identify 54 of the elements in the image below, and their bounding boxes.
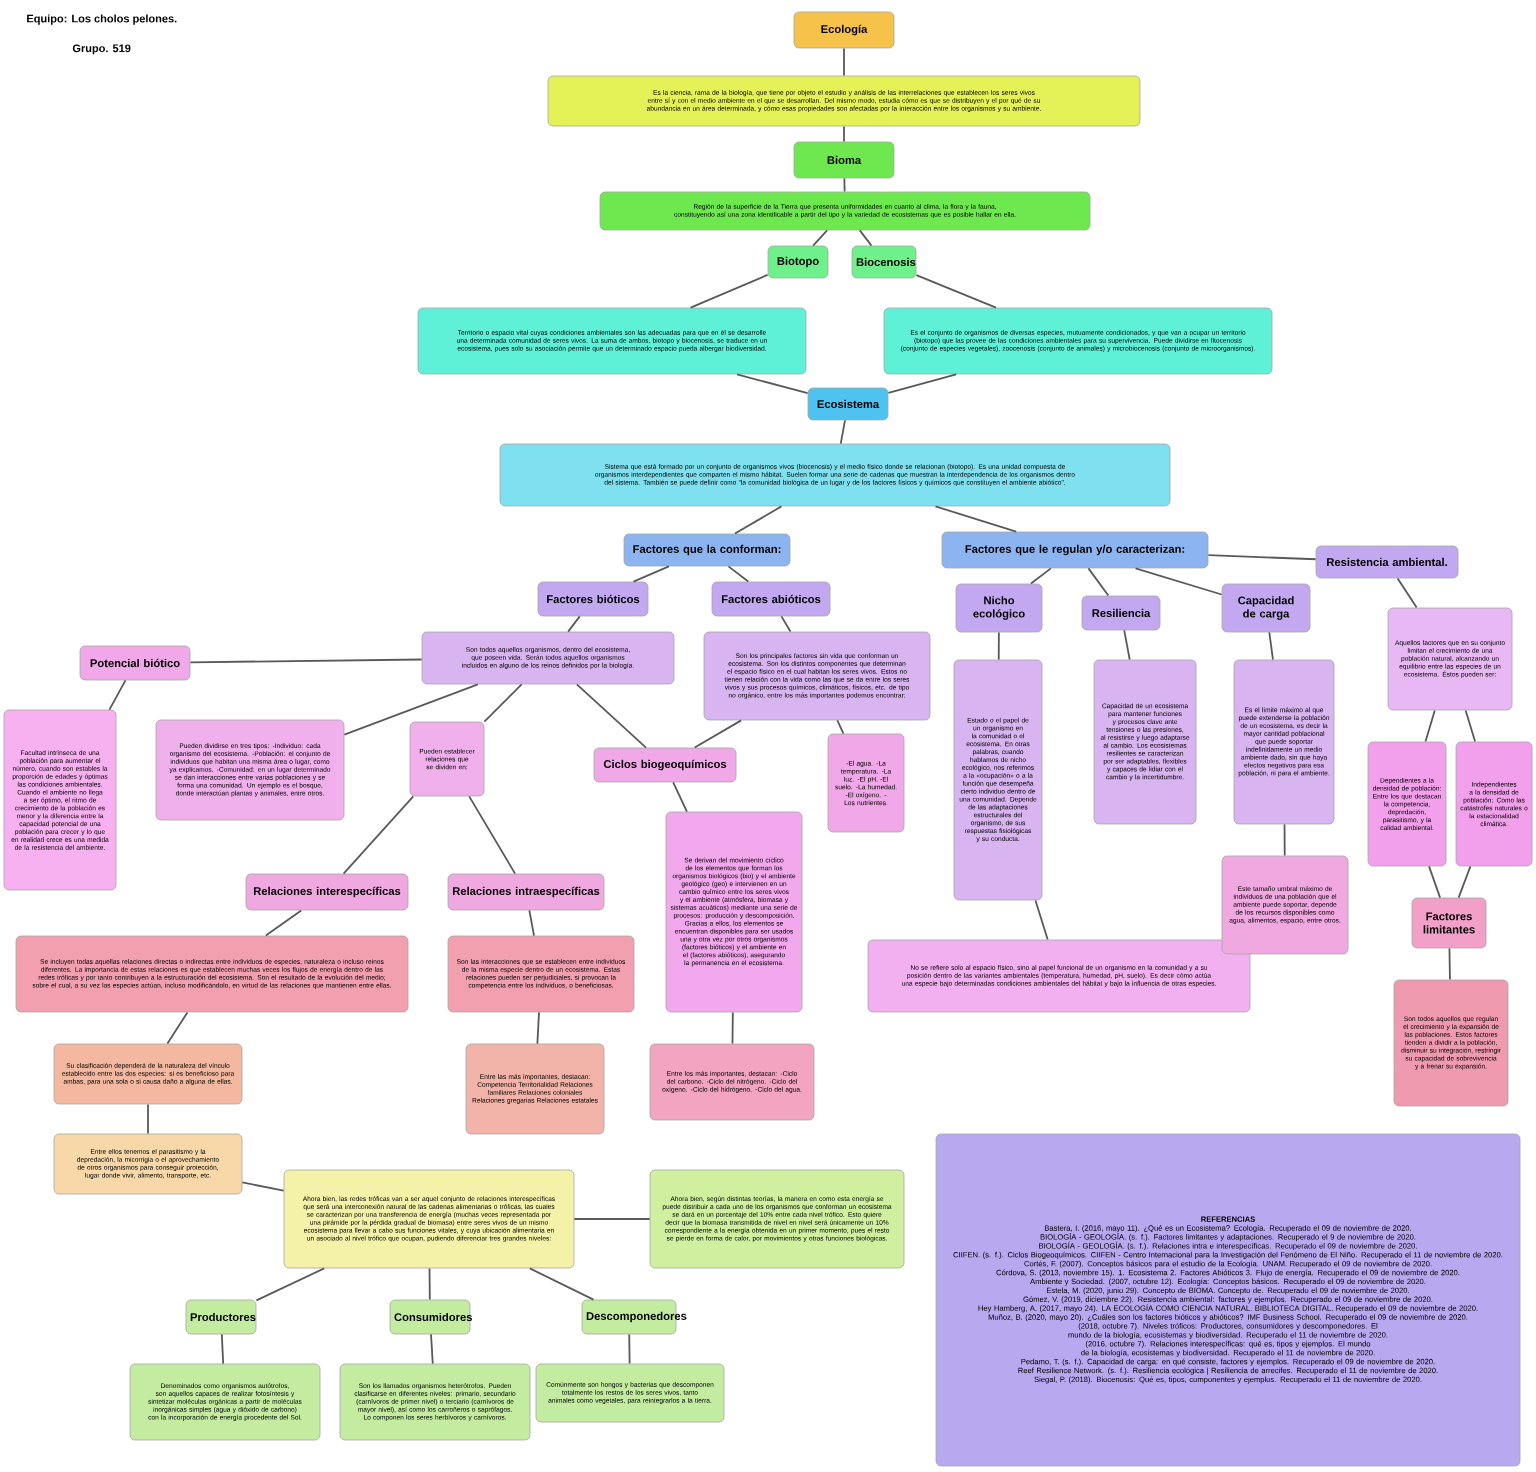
- connector-line: [166, 1011, 189, 1045]
- connector-line: [108, 679, 127, 711]
- connector-line: [1034, 899, 1049, 941]
- connector-line: [915, 274, 997, 309]
- connector-line: [839, 419, 846, 445]
- connector-line: [1448, 947, 1451, 981]
- connector-line: [672, 781, 688, 813]
- connector-line: [1457, 865, 1472, 899]
- connector-line: [1030, 567, 1052, 585]
- connector-line: [342, 795, 415, 875]
- connector-line: [264, 909, 303, 937]
- connector-line: [887, 373, 958, 394]
- connector-line: [843, 47, 845, 77]
- connector-line: [189, 658, 423, 664]
- connector-line: [628, 1333, 631, 1365]
- connector-line: [573, 1218, 651, 1220]
- connector-line: [1424, 709, 1436, 743]
- connector-line: [1464, 709, 1476, 743]
- connector-line: [147, 1103, 149, 1135]
- connector-line: [483, 683, 523, 723]
- connector-line: [1207, 554, 1317, 561]
- connector-line: [1268, 631, 1274, 661]
- connector-line: [780, 615, 792, 633]
- connector-line: [220, 1333, 225, 1365]
- connector-line: [727, 565, 750, 583]
- connector-line: [343, 683, 479, 736]
- connector-line: [1123, 629, 1131, 661]
- connector-line: [812, 229, 829, 247]
- connector-line: [843, 177, 846, 193]
- connector-line: [1283, 823, 1286, 857]
- connector-line: [736, 373, 809, 395]
- connector-line: [1428, 865, 1441, 899]
- connector-line: [689, 274, 769, 309]
- connector-line: [734, 505, 783, 535]
- connector-line: [632, 565, 670, 583]
- connector-line: [241, 1181, 285, 1192]
- connector-line: [255, 1267, 326, 1302]
- connector-line: [528, 1267, 595, 1301]
- connector-line: [693, 719, 743, 749]
- connector-line: [1396, 577, 1418, 609]
- connector-line: [731, 1011, 734, 1045]
- connector-line: [575, 683, 647, 749]
- connector-line: [1134, 567, 1223, 596]
- connector-line: [468, 795, 516, 875]
- connector-line: [997, 631, 1000, 661]
- connector-line: [428, 1267, 431, 1301]
- connector-line: [430, 1333, 434, 1365]
- connector-line: [843, 125, 845, 143]
- connector-line: [567, 615, 581, 633]
- connector-line: [1087, 567, 1110, 597]
- connector-line: [536, 1011, 540, 1045]
- connector-line: [858, 229, 873, 247]
- connector-line: [836, 719, 845, 735]
- connector-line: [528, 909, 535, 937]
